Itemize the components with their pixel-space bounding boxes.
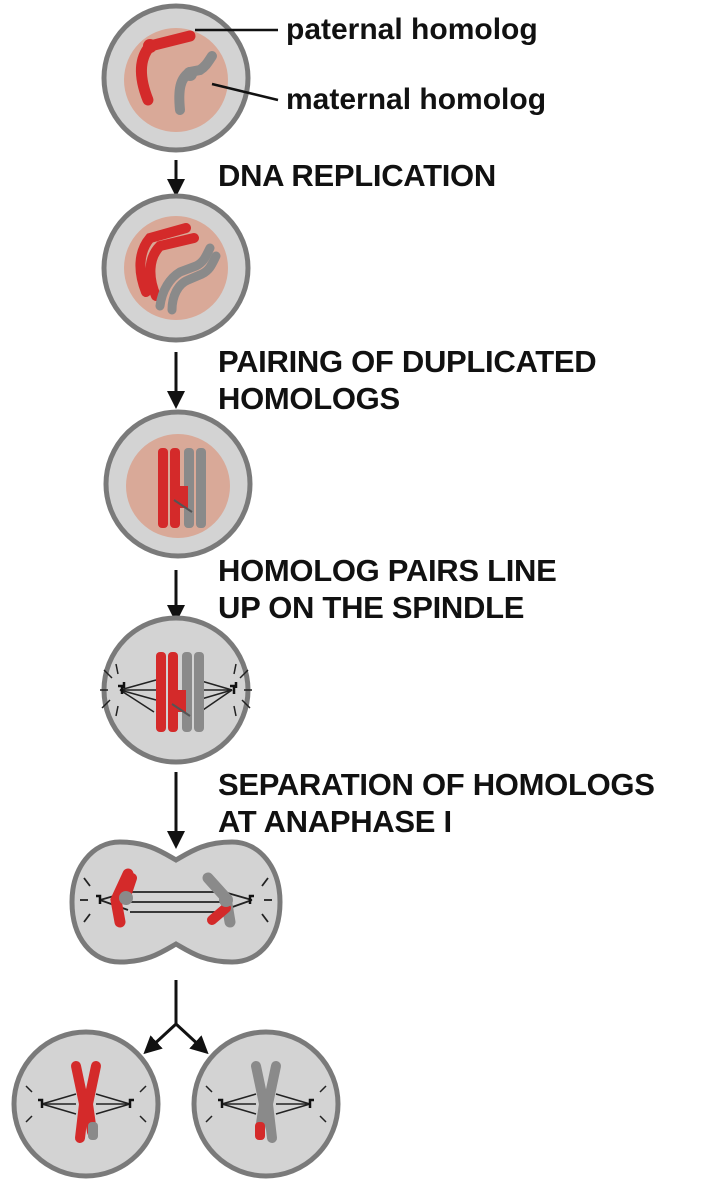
maternal-homolog-label: maternal homolog: [286, 83, 546, 117]
step-line: HOMOLOG PAIRS LINE: [218, 552, 556, 589]
division-arrow: [150, 980, 202, 1048]
cell-stage-2: [104, 196, 248, 340]
paternal-homolog-label: paternal homolog: [286, 13, 538, 47]
paternal-chromatid: [156, 652, 166, 732]
cell-stage-1: [104, 6, 248, 150]
step-separation: SEPARATION OF HOMOLOGS AT ANAPHASE I: [218, 766, 655, 840]
cell-stage-3: [106, 412, 250, 556]
step-dna-replication: DNA REPLICATION: [218, 157, 496, 194]
daughter-cell-left: [14, 1032, 158, 1176]
step-line: UP ON THE SPINDLE: [218, 589, 556, 626]
maternal-chromatid: [196, 448, 206, 528]
step-line: HOMOLOGS: [218, 380, 596, 417]
step-line: AT ANAPHASE I: [218, 803, 655, 840]
step-line: PAIRING OF DUPLICATED: [218, 343, 596, 380]
step-pairing: PAIRING OF DUPLICATED HOMOLOGS: [218, 343, 596, 417]
step-line-up: HOMOLOG PAIRS LINE UP ON THE SPINDLE: [218, 552, 556, 626]
maternal-chromatid: [194, 652, 204, 732]
daughter-cell-right: [194, 1032, 338, 1176]
paternal-chromatid: [158, 448, 168, 528]
step-line: SEPARATION OF HOMOLOGS: [218, 766, 655, 803]
cell-stage-5: [72, 842, 280, 962]
cell-stage-4: [100, 618, 252, 762]
step-line: DNA REPLICATION: [218, 157, 496, 194]
